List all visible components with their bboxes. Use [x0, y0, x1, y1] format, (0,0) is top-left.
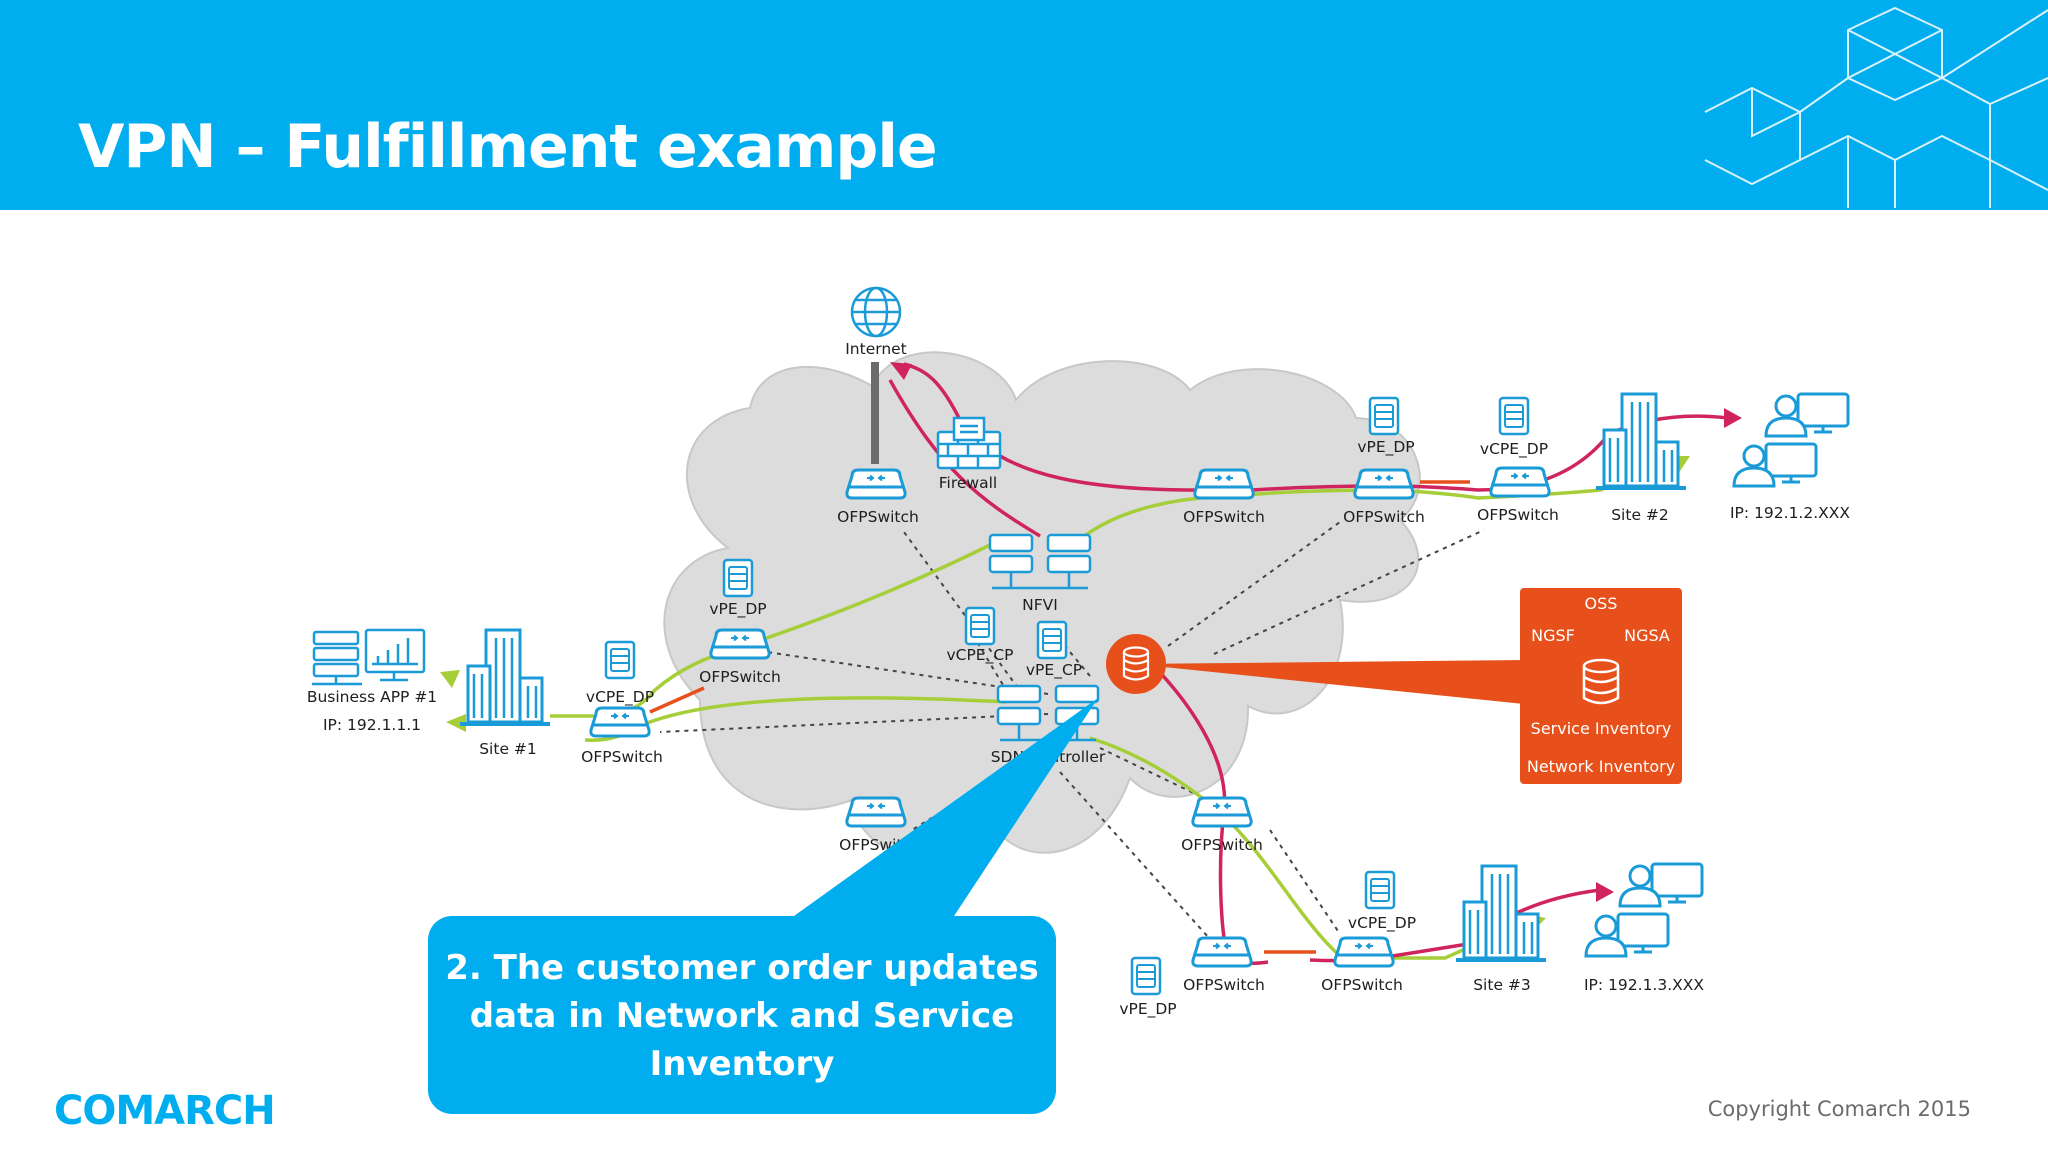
- switch-internet-label: OFPSwitch: [837, 508, 919, 526]
- nfvi-label: NFVI: [1022, 596, 1058, 614]
- ip-site3-label: IP: 192.1.3.XXX: [1584, 976, 1704, 994]
- switch-icon: [1489, 466, 1551, 498]
- firewall-icon: [936, 416, 1002, 470]
- globe-icon: [850, 286, 902, 338]
- access-links: [649, 480, 1470, 954]
- oss-service-inventory: Service Inventory: [1531, 719, 1672, 738]
- switch-icon: [845, 468, 907, 500]
- database-icon: [1122, 646, 1150, 681]
- switch-vpe3-label: OFPSwitch: [1183, 976, 1265, 994]
- vpe-dp-site3-label: vPE_DP: [1119, 1000, 1176, 1019]
- building-icon: [1454, 864, 1548, 962]
- switch-site1-label: OFPSwitch: [581, 748, 663, 766]
- switch-core-top-label: OFPSwitch: [1183, 508, 1265, 526]
- business-app-icon: [312, 628, 426, 686]
- vcpe-dp-site2-label: vCPE_DP: [1480, 440, 1548, 459]
- oss-network-inventory: Network Inventory: [1527, 757, 1675, 776]
- vcpe-cp-label: vCPE_CP: [946, 646, 1013, 665]
- switch-site2-label: OFPSwitch: [1477, 506, 1559, 524]
- document-icon: [964, 606, 996, 646]
- vcpe-dp-site1-label: vCPE_DP: [586, 688, 654, 707]
- user-workstation-icon: [1764, 392, 1850, 438]
- vpe-dp-site2-label: vPE_DP: [1357, 438, 1414, 457]
- document-icon: [604, 640, 636, 680]
- comarch-logo: COMARCH: [54, 1088, 276, 1134]
- callout-box: [428, 916, 1056, 1114]
- page-title: VPN – Fulfillment example: [78, 112, 938, 182]
- header-bar: [0, 0, 2048, 210]
- oss-ngsf: NGSF: [1531, 626, 1575, 645]
- site2-label: Site #2: [1611, 506, 1669, 524]
- switch-icon: [1193, 468, 1255, 500]
- switch-icon: [1191, 936, 1253, 968]
- switch-vpe1-label: OFPSwitch: [699, 668, 781, 686]
- switch-icon: [1333, 936, 1395, 968]
- user-workstation-icon: [1618, 862, 1704, 908]
- switch-icon: [709, 628, 771, 660]
- ip-site2-label: IP: 192.1.2.XXX: [1730, 504, 1850, 522]
- vcpe-dp-site3-label: vCPE_DP: [1348, 914, 1416, 933]
- site3-label: Site #3: [1473, 976, 1531, 994]
- switch-icon: [1191, 796, 1253, 828]
- internet-uplink: [871, 362, 879, 464]
- internet-label: Internet: [845, 340, 907, 358]
- site1-label: Site #1: [479, 740, 537, 758]
- switch-core-bottom-label: OFPSwitch: [1181, 836, 1263, 854]
- document-icon: [1368, 396, 1400, 436]
- document-icon: [1498, 396, 1530, 436]
- switch-vpe2-label: OFPSwitch: [1343, 508, 1425, 526]
- switch-icon: [589, 706, 651, 738]
- document-icon: [1364, 870, 1396, 910]
- callout-text: 2. The customer order updates data in Ne…: [445, 948, 1039, 1084]
- vpe-dp-site1-label: vPE_DP: [709, 600, 766, 619]
- business-app-label: Business APP #1: [307, 688, 437, 706]
- nfvi-icon: [988, 533, 1092, 590]
- copyright-text: Copyright Comarch 2015: [1707, 1097, 1971, 1121]
- document-icon: [1130, 956, 1162, 996]
- switch-icon: [845, 796, 907, 828]
- switch-site3-label: OFPSwitch: [1321, 976, 1403, 994]
- firewall-label: Firewall: [939, 474, 997, 492]
- callout-pointer: [794, 698, 1098, 916]
- database-icon: [1582, 658, 1620, 705]
- user-workstation-icon: [1584, 912, 1670, 958]
- oss-ngsa: NGSA: [1624, 626, 1670, 645]
- building-icon: [458, 628, 552, 726]
- oss-panel: [1520, 588, 1682, 784]
- switch-icon: [1353, 468, 1415, 500]
- oss-title: OSS: [1585, 594, 1618, 613]
- user-workstation-icon: [1732, 442, 1818, 488]
- vpe-cp-label: vPE_CP: [1026, 661, 1082, 680]
- building-icon: [1594, 392, 1688, 490]
- hexagon-pattern: [1704, 6, 2048, 208]
- ip-site1-label: IP: 192.1.1.1: [323, 716, 421, 734]
- document-icon: [722, 558, 754, 598]
- oss-connector: [1134, 660, 1524, 704]
- document-icon: [1036, 620, 1068, 660]
